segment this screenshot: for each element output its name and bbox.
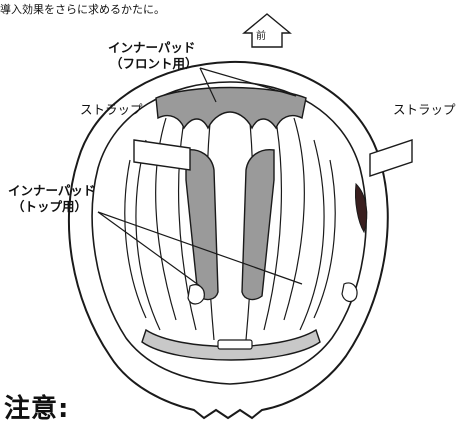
strap-left xyxy=(133,139,191,171)
helmet-inner-rim xyxy=(91,81,367,385)
strap-right xyxy=(369,139,413,177)
strap-right-label: ストラップ xyxy=(393,102,456,117)
front-pad-label-line1: インナーパッド xyxy=(108,40,196,55)
front-arrow-label: 前 xyxy=(256,31,266,42)
side-clips xyxy=(187,282,358,305)
rear-adjuster-dial xyxy=(217,339,253,350)
top-pad-label-line2: （トップ用） xyxy=(12,199,88,214)
strap-left-label: ストラップ xyxy=(80,102,143,117)
header-text: 導入効果をさらに求めるかたに。 xyxy=(0,3,165,16)
top-inner-pad-right xyxy=(241,149,275,301)
rear-retention-bar xyxy=(141,328,321,361)
front-pad-label-line2: （フロント用） xyxy=(110,56,198,71)
side-vent-right xyxy=(355,182,368,234)
top-pad-label-line1: インナーパッド xyxy=(8,183,96,198)
front-arrow-icon xyxy=(242,13,292,48)
caution-heading: 注意: xyxy=(4,394,70,424)
front-inner-pad xyxy=(155,86,307,130)
leader-lines xyxy=(97,67,303,287)
